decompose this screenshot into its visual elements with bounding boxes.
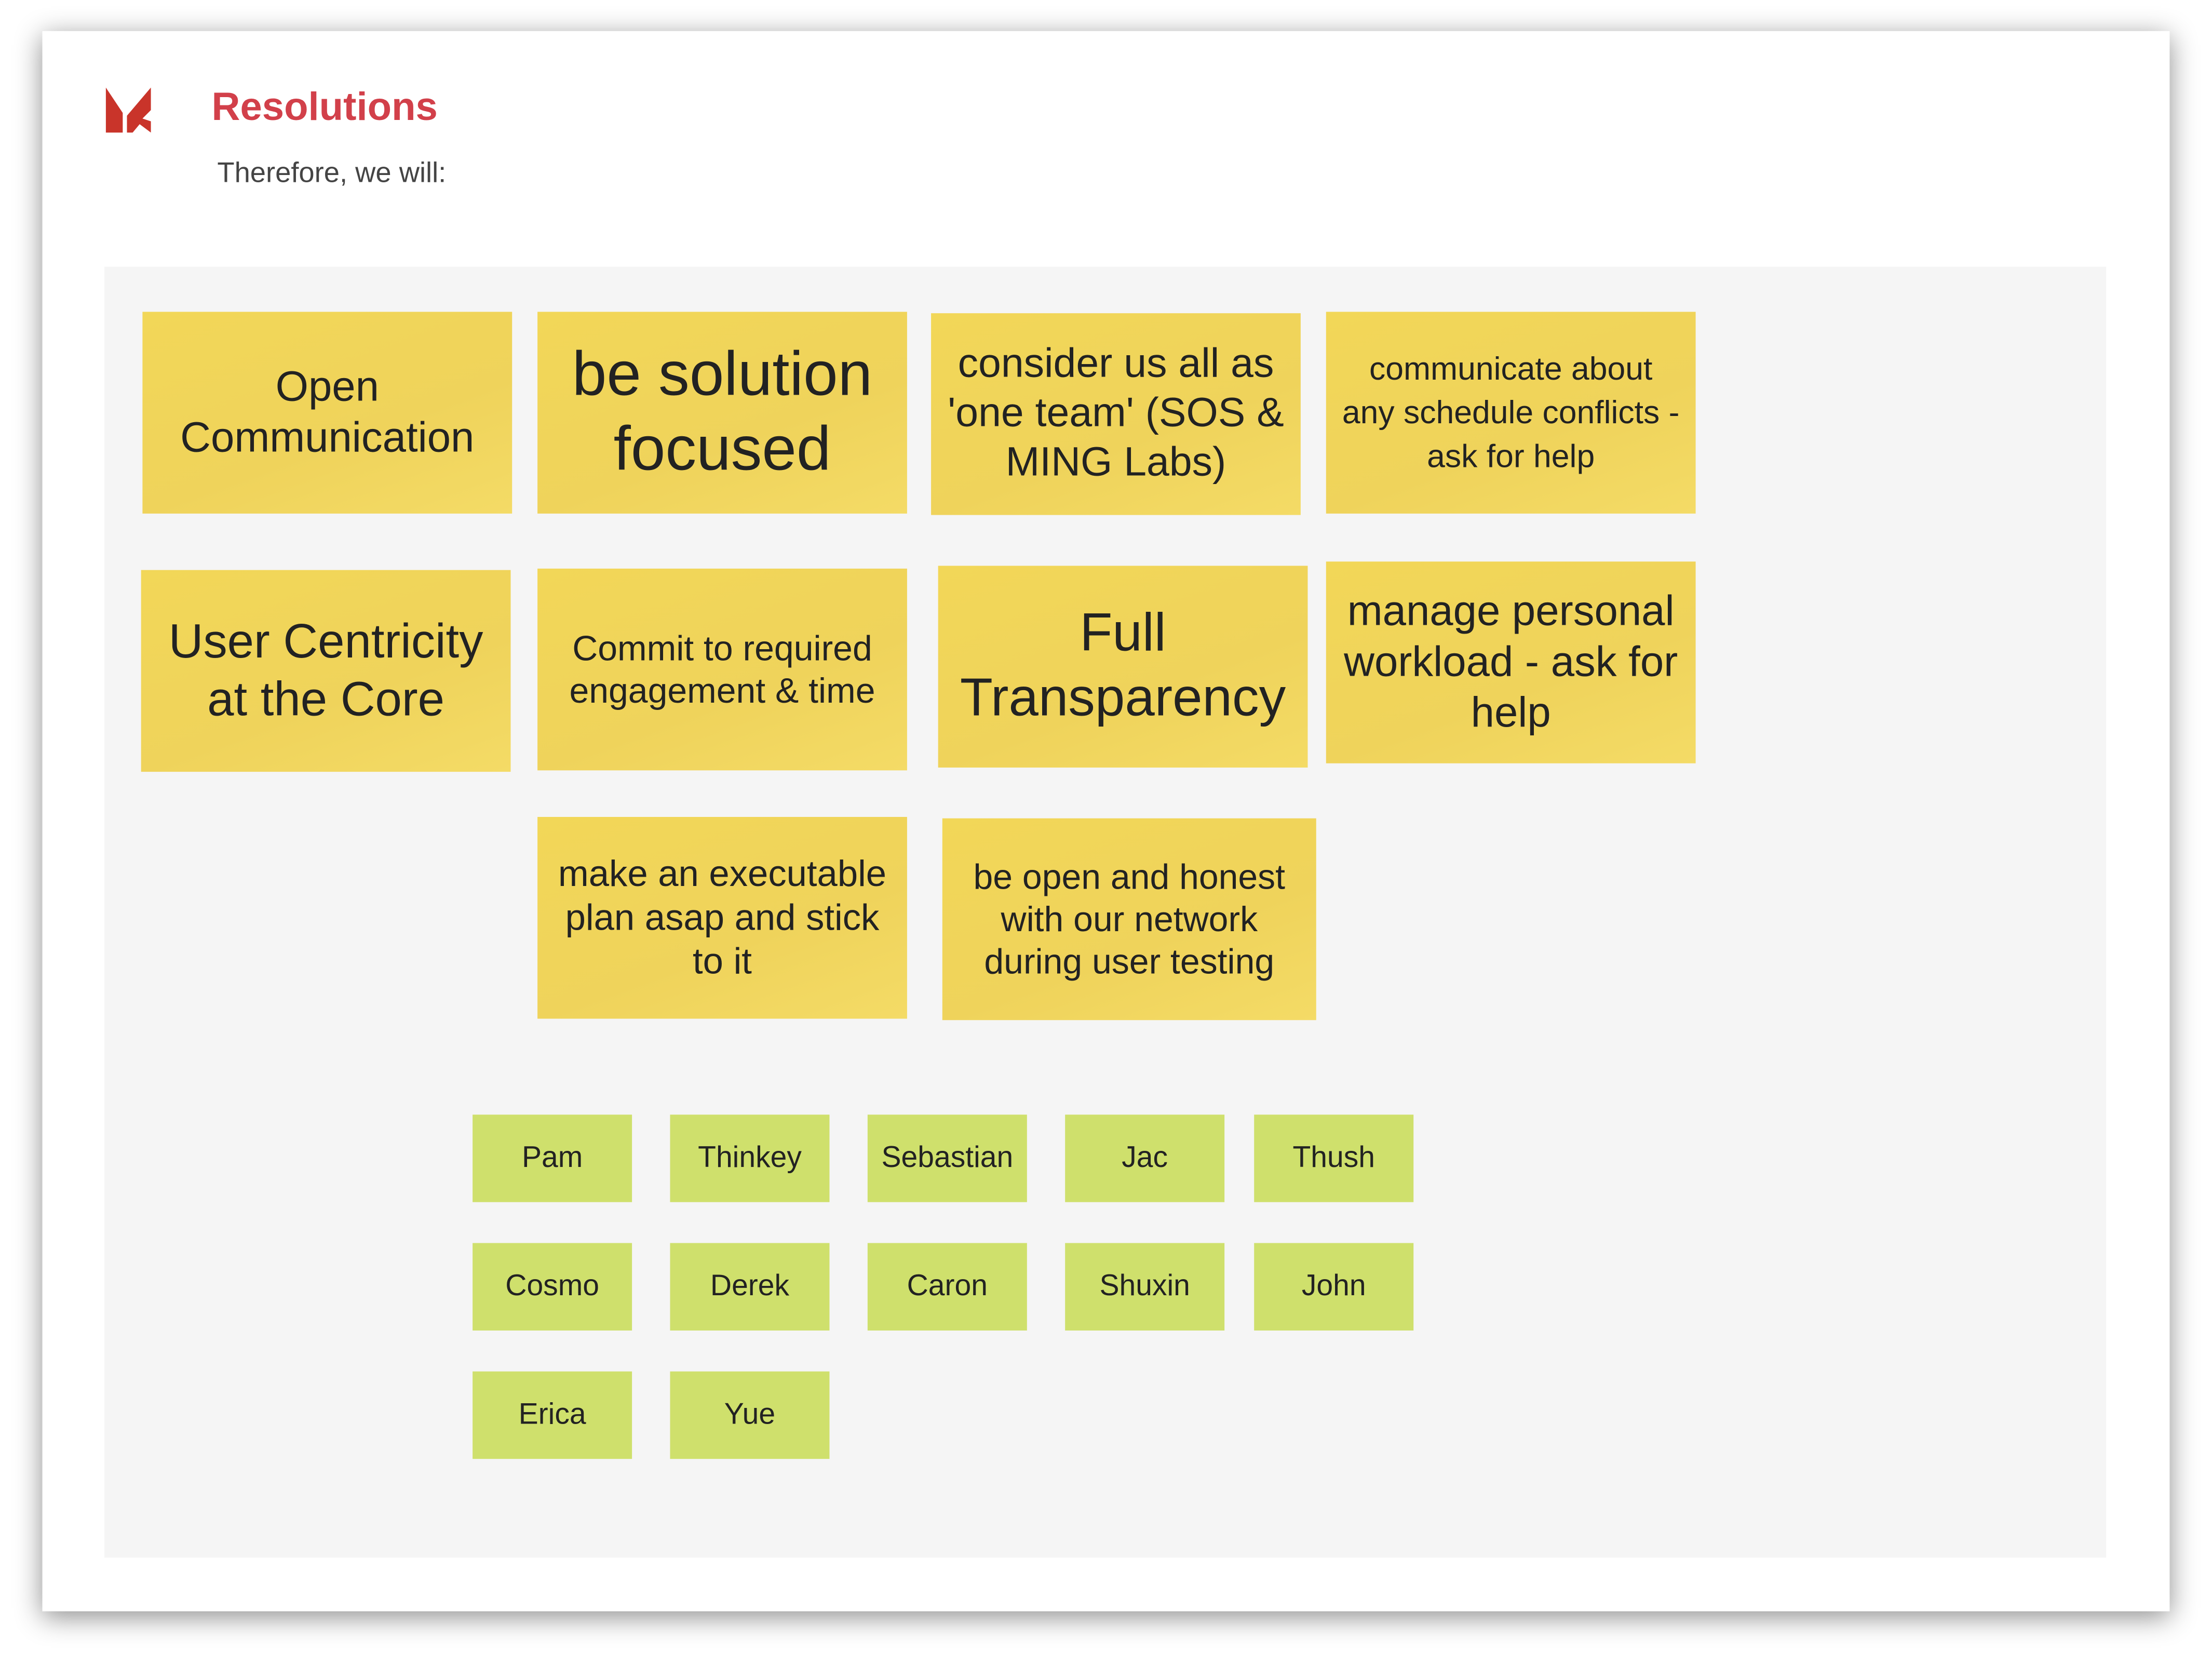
sticky-note[interactable]: Commit to required engagement & time	[537, 568, 907, 771]
sticky-note[interactable]: communicate about any schedule conflicts…	[1326, 312, 1696, 514]
sticky-note[interactable]: make an executable plan asap and stick t…	[537, 817, 907, 1019]
participant-note[interactable]: Thush	[1254, 1115, 1414, 1202]
participant-note[interactable]: Shuxin	[1065, 1243, 1225, 1331]
sticky-note[interactable]: Full Transparency	[938, 566, 1308, 768]
participant-note[interactable]: Sebastian	[867, 1115, 1027, 1202]
sticky-note[interactable]: consider us all as 'one team' (SOS & MIN…	[931, 313, 1301, 515]
sticky-note[interactable]: be solution focused	[537, 312, 907, 514]
participant-note[interactable]: Yue	[670, 1371, 830, 1459]
sticky-note[interactable]: be open and honest with our network duri…	[942, 818, 1316, 1021]
sticky-note[interactable]: User Centricity at the Core	[141, 570, 511, 772]
participant-note[interactable]: Erica	[473, 1371, 632, 1459]
page-subtitle: Therefore, we will:	[217, 158, 447, 190]
participant-note[interactable]: Thinkey	[670, 1115, 830, 1202]
participant-note[interactable]: John	[1254, 1243, 1414, 1331]
logo-icon	[105, 87, 151, 133]
sticky-note[interactable]: manage personal workload - ask for help	[1326, 561, 1696, 763]
participant-note[interactable]: Jac	[1065, 1115, 1225, 1202]
sticky-note[interactable]: Open Communication	[142, 312, 512, 514]
participant-note[interactable]: Caron	[867, 1243, 1027, 1331]
participant-note[interactable]: Derek	[670, 1243, 830, 1331]
page-title: Resolutions	[211, 85, 438, 129]
participant-note[interactable]: Pam	[473, 1115, 632, 1202]
participant-note[interactable]: Cosmo	[473, 1243, 632, 1331]
